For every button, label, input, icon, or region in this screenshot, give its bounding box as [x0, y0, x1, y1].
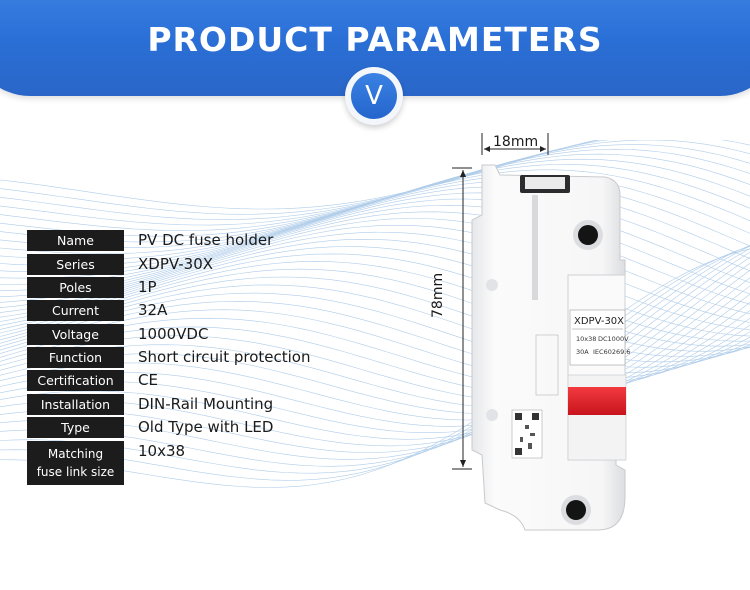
wave-line: [0, 169, 750, 260]
param-row: Current 32A: [27, 300, 327, 321]
wave-line: [0, 140, 601, 215]
wave-line: [0, 140, 750, 221]
wave-line: [0, 192, 750, 285]
param-row: Installation DIN-Rail Mounting: [27, 394, 327, 415]
param-value: DIN-Rail Mounting: [138, 395, 274, 413]
label-standard: IEC60269.6: [593, 348, 630, 356]
param-value: 10x38: [138, 442, 186, 460]
param-label-line: Matching: [47, 447, 104, 461]
param-row: Matching fuse link size 10x38: [27, 441, 327, 485]
width-dimension: 18mm: [493, 134, 539, 150]
wave-line: [0, 204, 750, 298]
param-label: Name: [27, 230, 124, 251]
wave-line: [0, 174, 750, 267]
wave-line: [0, 211, 750, 305]
param-label: Series: [27, 254, 124, 275]
label-voltage: DC1000V: [598, 335, 629, 343]
wave-line: [0, 180, 750, 273]
qr-code: [511, 409, 543, 459]
chevron-down-icon: V: [351, 73, 397, 119]
param-row: Series XDPV-30X: [27, 254, 327, 275]
param-row: Certification CE: [27, 370, 327, 391]
param-label: Type: [27, 417, 124, 438]
param-row: Type Old Type with LED: [27, 417, 327, 438]
param-label-line: fuse link size: [36, 465, 115, 479]
page-title: PRODUCT PARAMETERS: [147, 20, 603, 59]
param-value: 32A: [138, 301, 168, 319]
param-label: Installation: [27, 394, 124, 415]
param-value: XDPV-30X: [138, 255, 214, 273]
param-value: CE: [138, 371, 158, 389]
param-label: Current: [27, 300, 124, 321]
wave-line: [0, 140, 598, 210]
param-value: Old Type with LED: [138, 418, 274, 436]
param-label: Poles: [27, 277, 124, 298]
param-row: Function Short circuit protection: [27, 347, 327, 368]
dimension-lines: [452, 133, 549, 470]
param-label: Function: [27, 347, 124, 368]
wave-line: [0, 186, 750, 279]
label-size: 10x38: [576, 335, 596, 343]
fuse-holder-image: XDPV-30X 10x38 DC1000V 30A IEC60269.6: [471, 164, 630, 531]
param-value: Short circuit protection: [138, 348, 311, 366]
height-dimension: 78mm: [430, 272, 446, 318]
param-value: 1000VDC: [138, 325, 209, 343]
badge: V: [345, 67, 403, 125]
wave-line: [0, 198, 750, 292]
led-indicator: [568, 387, 626, 415]
param-row: Name PV DC fuse holder: [27, 230, 327, 251]
param-label: Voltage: [27, 324, 124, 345]
param-row: Poles 1P: [27, 277, 327, 298]
param-row: Voltage 1000VDC: [27, 324, 327, 345]
param-value: 1P: [138, 278, 157, 296]
param-value: PV DC fuse holder: [138, 231, 274, 249]
label-model: XDPV-30X: [574, 316, 624, 327]
param-label: Certification: [27, 370, 124, 391]
param-label: Matching fuse link size: [27, 441, 124, 485]
label-current: 30A: [576, 348, 589, 356]
